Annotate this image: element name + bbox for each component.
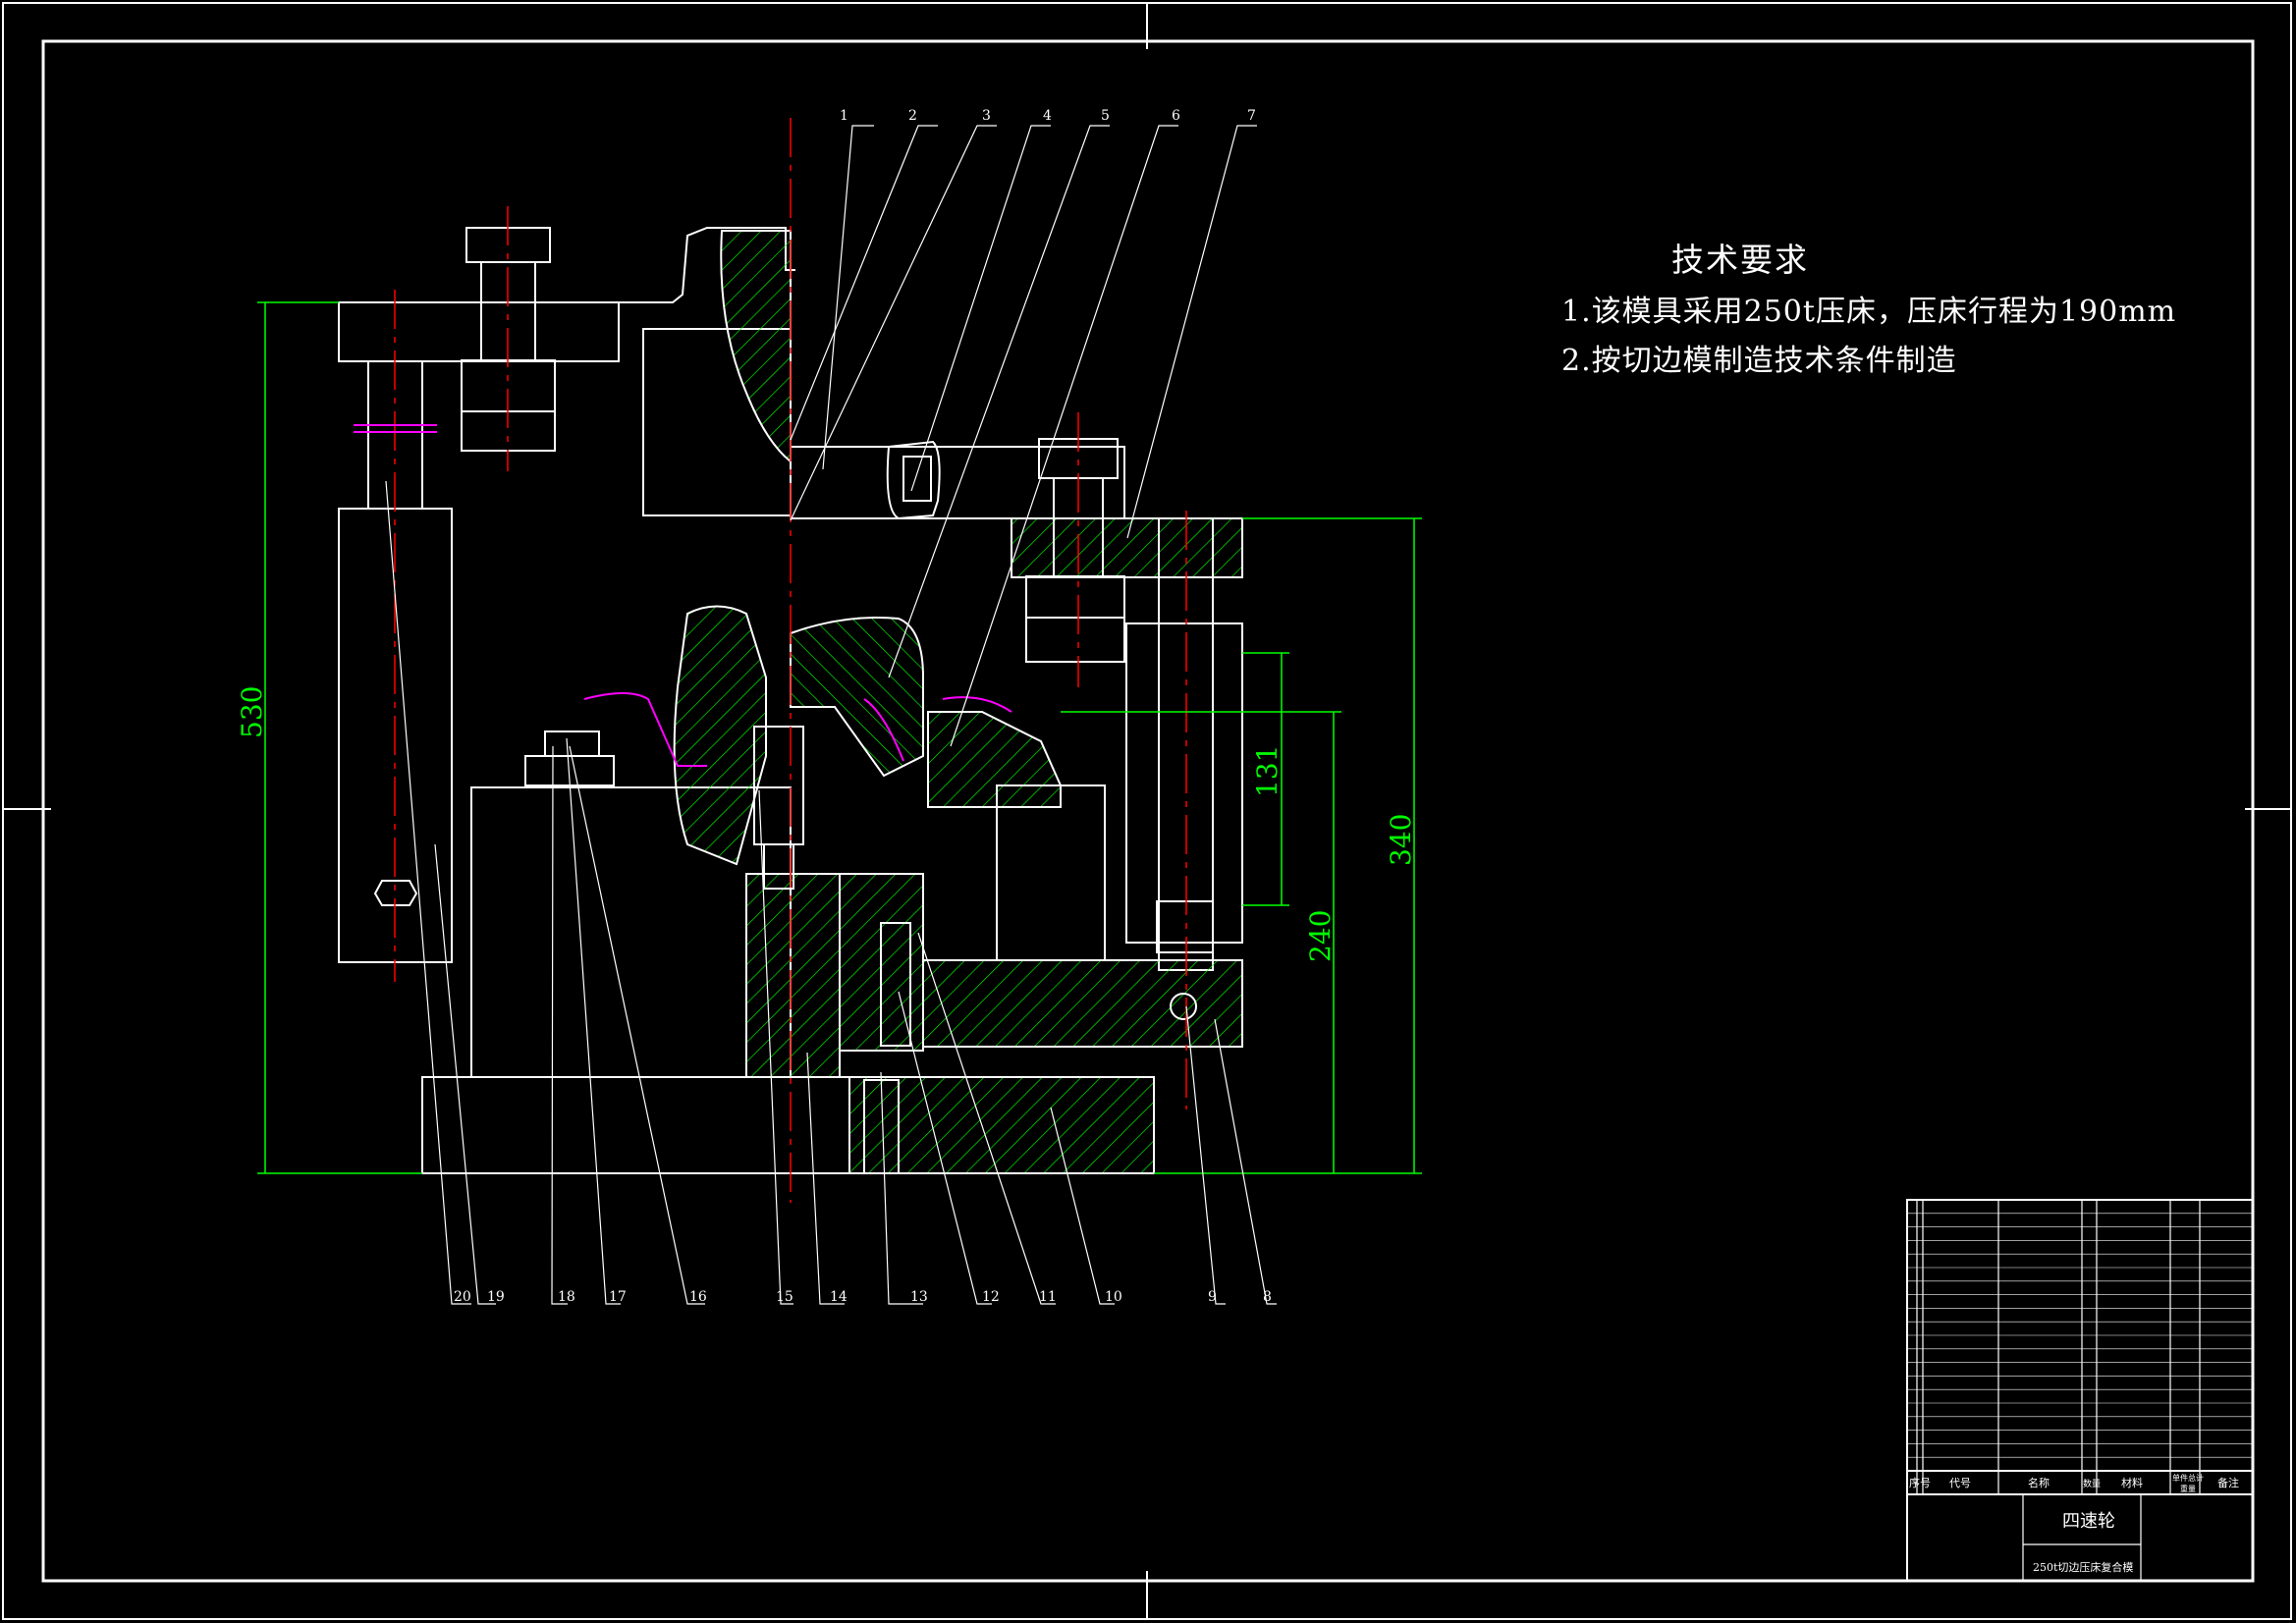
balloon-1: 1 (840, 108, 848, 124)
title-block (1906, 1199, 2254, 1582)
requirement-line-2: 2.按切边模制造技术条件制造 (1561, 344, 1957, 378)
header-material: 材料 (2121, 1476, 2143, 1489)
balloon-9: 9 (1208, 1289, 1217, 1305)
balloon-11: 11 (1039, 1289, 1057, 1305)
requirement-line-1: 1.该模具采用250t压床，压床行程为190mm (1561, 295, 2177, 329)
balloon-2: 2 (908, 108, 917, 124)
header-qty: 数量 (2083, 1478, 2101, 1489)
dim-530: 530 (236, 686, 268, 738)
parts-list-rows (1907, 1213, 2253, 1458)
balloon-17: 17 (609, 1289, 627, 1305)
header-remark: 备注 (2217, 1476, 2239, 1489)
part-balloons: 1 2 3 4 5 6 7 20 19 18 17 16 15 14 13 12… (454, 108, 1272, 1305)
balloon-3: 3 (982, 108, 991, 124)
part-name: 四速轮 (2062, 1511, 2115, 1532)
requirements-heading: 技术要求 (1671, 241, 1809, 279)
balloon-8: 8 (1263, 1289, 1272, 1305)
dimension-values: 530 340 240 131 (236, 686, 1417, 962)
header-code: 代号 (1949, 1477, 1971, 1489)
balloon-18: 18 (558, 1289, 575, 1305)
part-leaders (385, 125, 1277, 1305)
dim-340: 340 (1385, 814, 1417, 866)
balloon-16: 16 (689, 1289, 707, 1305)
balloon-20: 20 (454, 1289, 471, 1305)
header-seq: 序号 (1909, 1476, 1931, 1489)
balloon-12: 12 (982, 1289, 1000, 1305)
header-weight: 重量 (2180, 1484, 2196, 1493)
balloon-13: 13 (910, 1289, 928, 1305)
balloon-7: 7 (1247, 108, 1256, 124)
header-name: 名称 (2028, 1476, 2050, 1489)
header-unit: 单件 (2172, 1473, 2188, 1483)
balloon-4: 4 (1043, 108, 1052, 124)
balloon-5: 5 (1101, 108, 1110, 124)
balloon-6: 6 (1172, 108, 1180, 124)
balloon-19: 19 (487, 1289, 505, 1305)
drawing-title: 250t切边压床复合模 (2033, 1560, 2133, 1574)
balloon-14: 14 (830, 1289, 847, 1305)
balloon-10: 10 (1105, 1289, 1122, 1305)
dim-131: 131 (1251, 745, 1284, 797)
technical-requirements: 技术要求 1.该模具采用250t压床，压床行程为190mm 2.按切边模制造技术… (1561, 234, 2176, 379)
header-total: 总计 (2188, 1473, 2204, 1483)
title-block-text: 序号 代号 名称 数量 材料 单件 总计 重量 备注 四速轮 250t切边压床复… (1909, 1473, 2239, 1574)
dimension-lines (257, 301, 1422, 1174)
balloon-15: 15 (776, 1289, 793, 1305)
dim-240: 240 (1304, 910, 1337, 962)
